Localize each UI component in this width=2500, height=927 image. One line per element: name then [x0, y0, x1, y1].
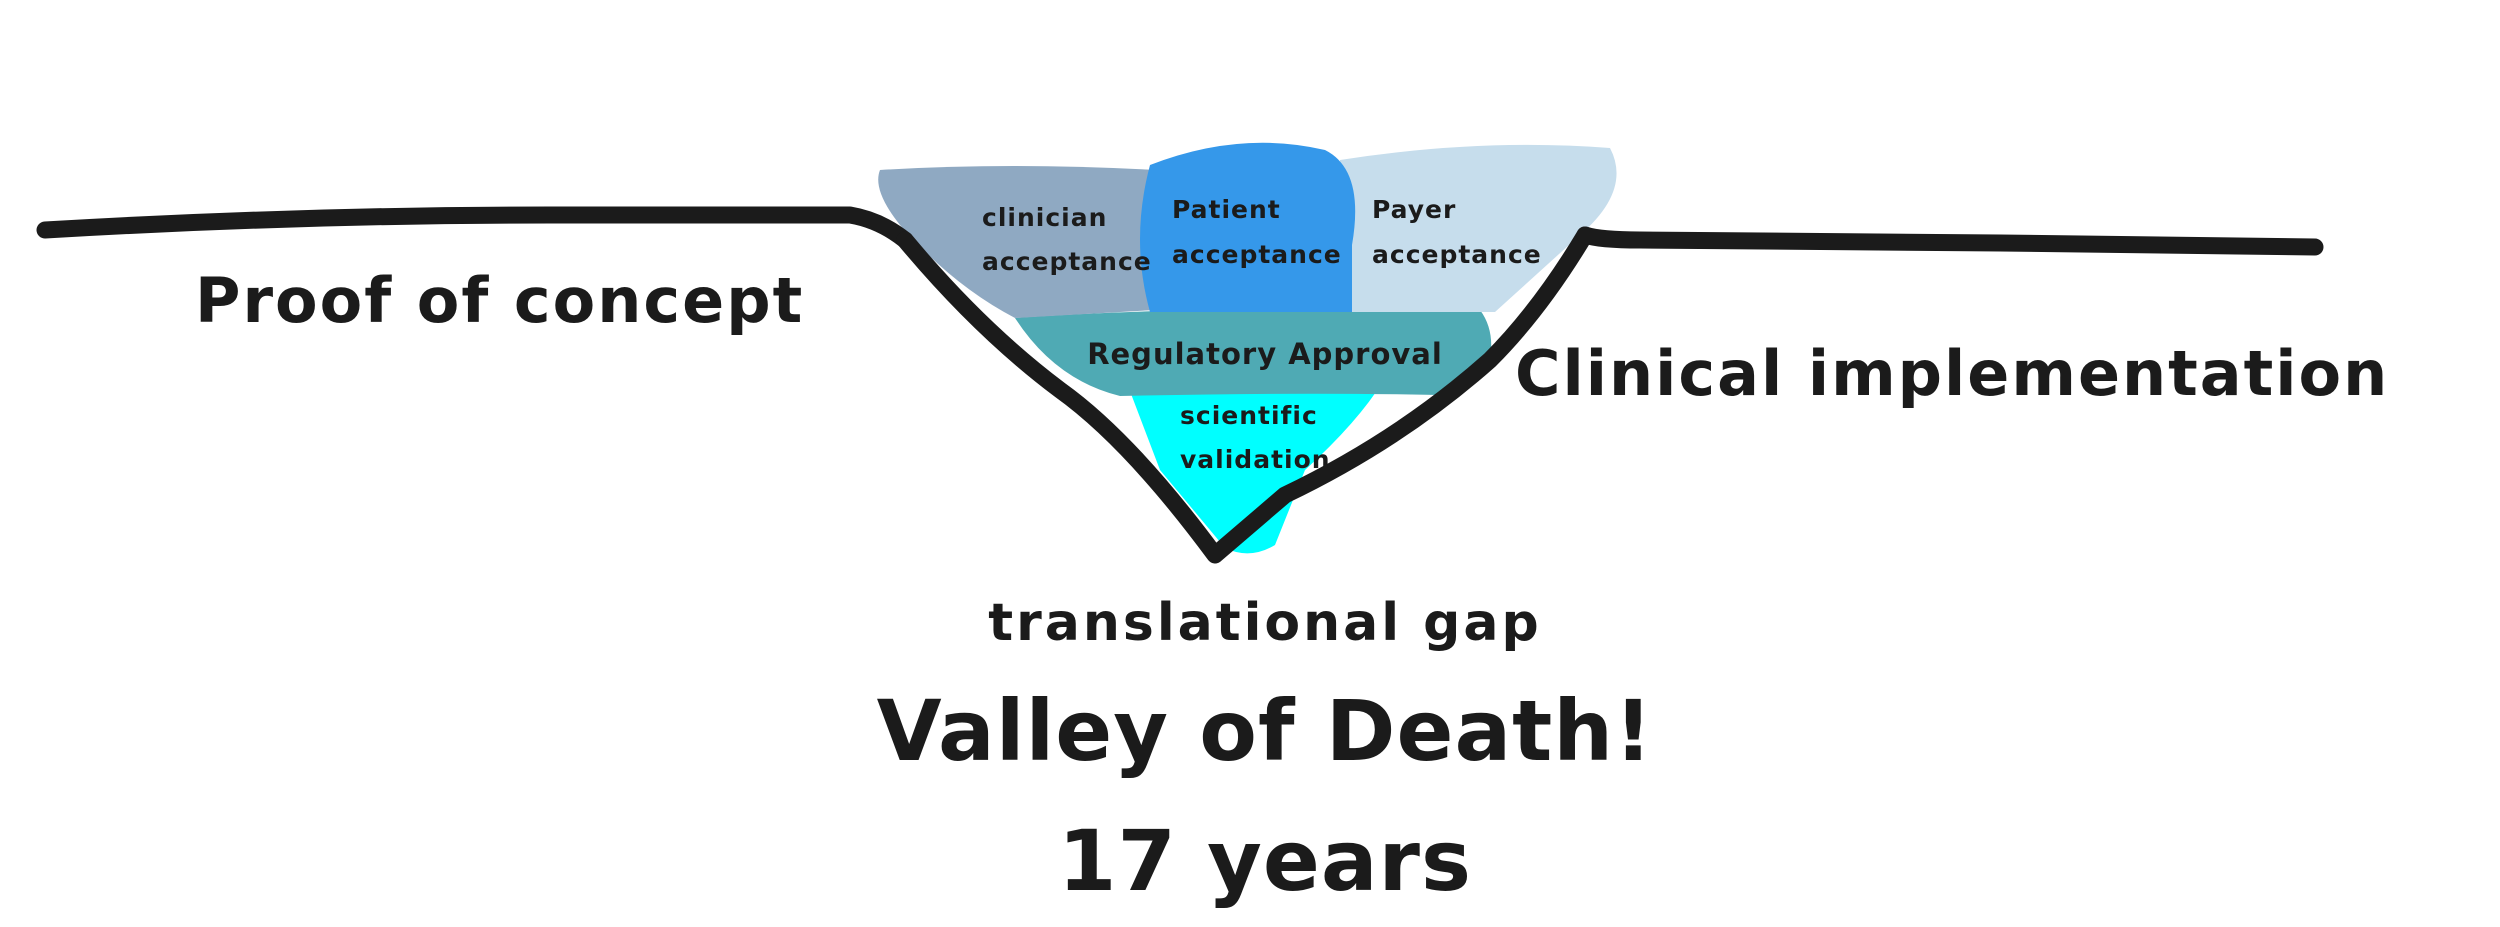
regulatory-approval-label: Regulatory Approval [1087, 337, 1443, 371]
valley-of-death-title: Valley of Death! [877, 682, 1654, 780]
patient-acceptance-label-2: acceptance [1172, 240, 1342, 269]
scientific-validation-label: scientific [1180, 401, 1318, 430]
clinical-implementation-label: Clinical implementation [1515, 337, 2389, 410]
payer-acceptance-label-2: acceptance [1372, 240, 1542, 269]
patient-acceptance-layer [1140, 142, 1356, 312]
ground-line-left [36, 206, 914, 249]
seventeen-years-label: 17 years [1058, 812, 1472, 910]
clinician-acceptance-label-2: acceptance [982, 247, 1152, 276]
payer-acceptance-layer [1340, 144, 1617, 312]
payer-acceptance-label: Payer [1372, 195, 1456, 224]
valley-outline [896, 226, 1594, 564]
scientific-validation-layer [1125, 378, 1385, 554]
regulatory-approval-layer [1015, 308, 1492, 396]
clinician-acceptance-layer [878, 166, 1164, 318]
translational-gap-label: translational gap [988, 593, 1541, 653]
proof-of-concept-label: Proof of concept [195, 264, 804, 337]
patient-acceptance-label: Patient [1172, 195, 1281, 224]
ground-line-right [1576, 226, 2324, 256]
clinician-acceptance-label: clinician [982, 203, 1107, 232]
scientific-validation-label-2: validation [1180, 445, 1331, 474]
